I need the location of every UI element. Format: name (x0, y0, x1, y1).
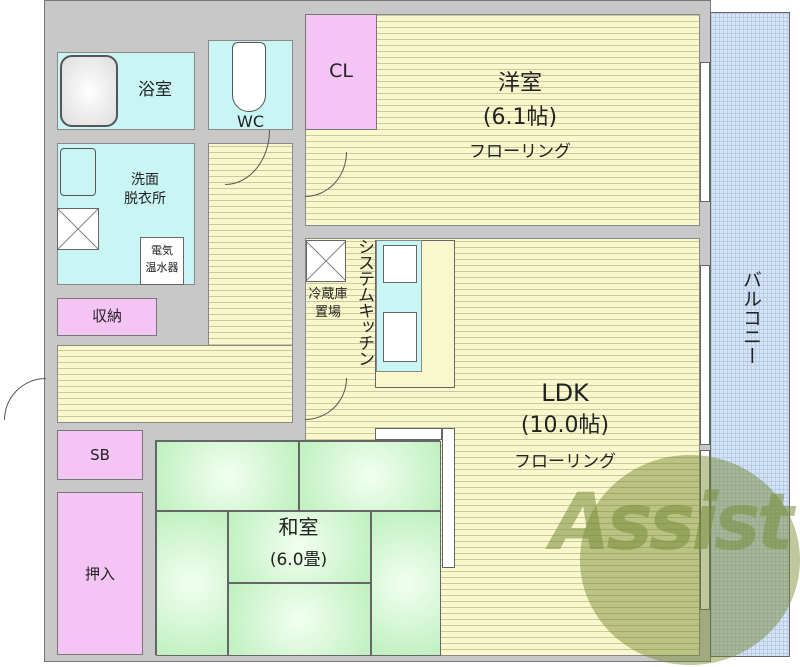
tatami-mat (156, 511, 228, 656)
water-heater (140, 237, 184, 285)
window (700, 265, 710, 445)
entrance-door (4, 378, 46, 420)
japanese-room-name: 和室 (278, 515, 319, 539)
ldk-floor: フローリング (514, 452, 616, 472)
tatami-mat (228, 511, 371, 583)
kitchen-sink-icon (383, 312, 417, 362)
shoe-box-label: SB (90, 446, 110, 464)
sink-icon (60, 148, 96, 196)
closet (305, 14, 377, 130)
water-heater-label-1: 電気 (151, 244, 173, 257)
washroom-label-2: 脱衣所 (124, 191, 166, 207)
water-heater-label-2: 温水器 (145, 261, 179, 274)
washing-machine-space (57, 208, 99, 250)
tatami-mat (299, 441, 441, 511)
watermark-logo (580, 455, 800, 665)
balcony (710, 12, 790, 657)
entrance-corridor (57, 345, 293, 423)
window (700, 450, 710, 610)
fridge-space (306, 240, 346, 282)
storage (57, 298, 157, 336)
watermark-text: Assist (550, 478, 794, 568)
closet-label: CL (329, 60, 353, 82)
ldk-name: LDK (541, 379, 589, 407)
sliding-door (442, 428, 455, 568)
japanese-room (155, 440, 441, 656)
fridge-label-1: 冷蔵庫 (308, 287, 348, 302)
tatami-mat (371, 511, 441, 656)
stove-icon (383, 245, 417, 283)
western-room-floor: フローリング (469, 142, 571, 162)
western-room-name: 洋室 (497, 71, 542, 96)
fridge-label-2: 置場 (314, 305, 341, 320)
storage-label: 収納 (91, 307, 122, 325)
kitchen-label: システムキッチン (354, 238, 374, 366)
japanese-room-size: (6.0畳) (269, 550, 328, 570)
washroom-label-1: 洗面 (131, 172, 159, 188)
wc-label: WC (237, 112, 264, 131)
bathtub-icon (60, 55, 118, 127)
tatami-mat (228, 583, 371, 656)
toilet-icon (232, 42, 266, 112)
ldk-size: (10.0帖) (520, 413, 610, 438)
bathroom-label: 浴室 (138, 80, 172, 100)
tatami-mat (156, 441, 299, 511)
window (700, 62, 710, 202)
balcony-label: バルコニー (740, 270, 762, 365)
shoe-box (57, 430, 143, 480)
oshiire-label: 押入 (84, 565, 115, 583)
western-room-size: (6.1帖) (482, 105, 558, 130)
oshiire (57, 492, 143, 655)
transom (375, 428, 442, 440)
